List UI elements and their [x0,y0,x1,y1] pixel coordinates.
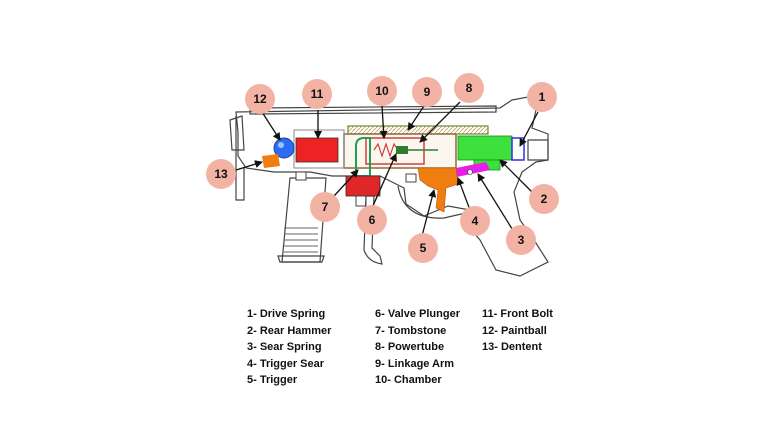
badge-13: 13 [206,159,236,189]
badge-label: 5 [420,241,427,255]
legend-item: 4- Trigger Sear [247,357,325,370]
frame-pin [405,173,417,183]
badge-label: 9 [424,85,431,99]
valve-spring [373,142,399,158]
leader-7 [333,169,359,197]
badge-label: 10 [375,84,389,98]
leader-12 [261,111,281,141]
badge-label: 2 [541,192,548,206]
leader-6 [371,153,397,209]
legend-column-1: 1- Drive Spring 2- Rear Hammer 3- Sear S… [247,306,331,389]
vertical-tube [235,116,245,201]
badge-label: 3 [518,233,525,247]
linkage-arm-shape [347,125,489,135]
leader-1 [519,111,539,147]
badge-2: 2 [529,184,559,214]
leader-lines [235,101,539,237]
legend-column-2: 6- Valve Plunger 7- Tombstone 8- Powertu… [375,306,460,389]
badge-label: 6 [369,213,376,227]
badge-11: 11 [302,79,332,109]
marker-outline [229,96,549,277]
badge-circle [460,206,490,236]
legend-column-3: 11- Front Bolt 12- Paintball 13- Dentent [482,306,553,356]
trigger-shape [417,167,459,213]
badge-6: 6 [357,205,387,235]
badge-circle [310,192,340,222]
frame-pin [295,171,307,181]
dentent-shape [262,154,280,168]
back-plate [527,139,549,161]
badge-9: 9 [412,77,442,107]
badge-12: 12 [245,84,275,114]
badge-4: 4 [460,206,490,236]
legend-item: 7- Tombstone [375,324,447,337]
leader-2 [499,159,533,193]
legend-item: 8- Powertube [375,341,445,353]
legend-item: 3- Sear Spring [247,341,322,353]
badge-label: 8 [466,81,473,95]
front-bolt-shape [295,137,339,163]
leader-8 [419,101,461,143]
marker-diagram: 1 2 3 4 5 6 7 8 [206,73,559,277]
trigger-guard [397,185,471,219]
leader-5 [421,189,437,237]
legend-item: 13- Dentent [482,341,542,353]
front-post [363,195,383,265]
leader-10 [379,105,388,139]
badge-8: 8 [454,73,484,103]
badge-circle [357,205,387,235]
badge-circle [527,82,557,112]
paintball-highlight [278,142,284,148]
regulator-block [345,175,381,197]
badge-circle [206,159,236,189]
badge-5: 5 [408,233,438,263]
tombstone-shape [355,137,371,177]
badge-circle [412,77,442,107]
top-rail [249,105,497,115]
badges: 1 2 3 4 5 6 7 8 [206,73,559,263]
badge-3: 3 [506,225,536,255]
badge-label: 7 [322,200,329,214]
badge-10: 10 [367,76,397,106]
valve-plunger-shape [396,146,408,154]
receiver-outline [235,96,549,277]
legend-item: 12- Paintball [482,324,547,337]
legend-item: 1- Drive Spring [247,308,326,320]
leader-9 [407,105,425,131]
powertube-shape [365,137,425,165]
badge-circle [506,225,536,255]
legend-item: 5- Trigger [247,374,298,386]
leader-3 [477,173,515,233]
badge-1: 1 [527,82,557,112]
grip-ridges [284,227,318,253]
rear-block [229,115,245,151]
badge-7: 7 [310,192,340,222]
badge-circle [408,233,438,263]
badge-label: 11 [311,87,324,101]
badge-circle [302,79,332,109]
badge-circle [245,84,275,114]
leader-13 [235,160,263,171]
legend-item: 11- Front Bolt [482,308,553,320]
badge-label: 4 [472,214,479,228]
leader-4 [456,177,471,211]
badge-circle [367,76,397,106]
badge-circle [529,184,559,214]
legend-item: 2- Rear Hammer [247,324,332,337]
badge-circle [454,73,484,103]
grip-cap [277,255,325,263]
badge-label: 1 [539,90,546,104]
legend-item: 9- Linkage Arm [375,357,455,370]
regulator-stem [355,195,367,207]
sear-pin [467,169,473,175]
internal-parts [262,125,525,213]
badge-label: 13 [214,167,228,181]
legend-item: 6- Valve Plunger [375,308,460,320]
rear-hammer-shape [457,135,513,161]
badge-label: 12 [253,92,267,106]
legend-item: 10- Chamber [375,374,442,386]
